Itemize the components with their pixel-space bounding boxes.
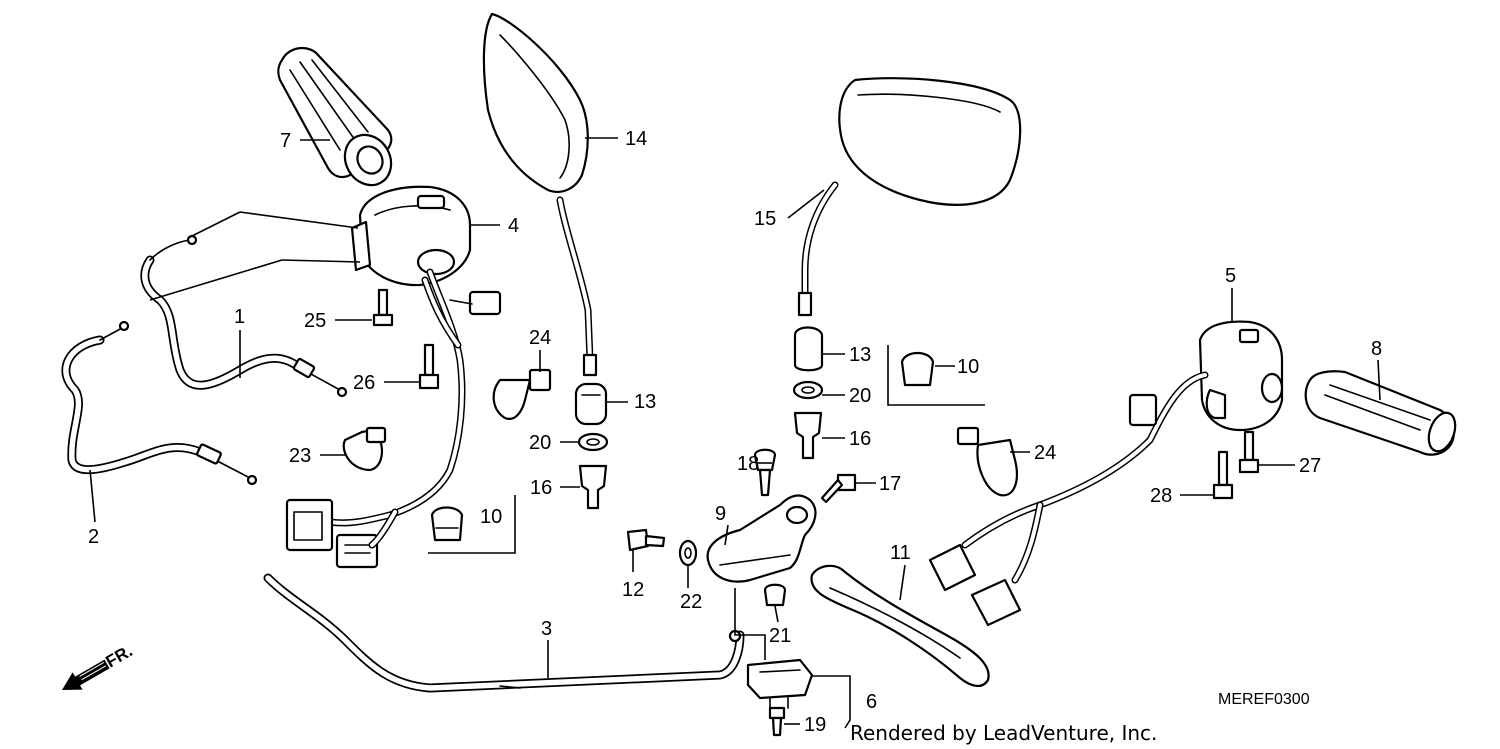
callout-7: 7 — [280, 130, 291, 152]
right-grip-part[interactable] — [1304, 370, 1460, 456]
right-end-cap-part[interactable] — [900, 351, 935, 387]
callout-18: 18 — [737, 453, 759, 475]
group-bracket-right — [887, 345, 985, 406]
callout-2: 2 — [88, 526, 99, 548]
callout-23: 23 — [289, 445, 311, 467]
callout-12: 12 — [622, 579, 644, 601]
callout-15: 15 — [754, 208, 776, 230]
left-mirror-adapter-part[interactable] — [578, 464, 608, 510]
group-bracket-left — [428, 495, 516, 554]
callout-14: 14 — [625, 128, 647, 150]
pivot-bolt-18-part[interactable] — [753, 448, 777, 497]
callout-17: 17 — [879, 473, 901, 495]
callout-22: 22 — [680, 591, 702, 613]
callout-24a: 24 — [529, 327, 551, 349]
right-switch-housing-part[interactable] — [1198, 320, 1284, 432]
callout-20a: 20 — [529, 432, 551, 454]
callout-labels: 1 2 3 4 5 6 7 8 9 10 10 11 12 13 13 14 1… — [88, 128, 1382, 736]
clutch-switch-part[interactable] — [746, 658, 814, 711]
callout-16b: 16 — [849, 428, 871, 450]
screw-27-part[interactable] — [1238, 430, 1260, 474]
callout-8: 8 — [1371, 338, 1382, 360]
render-credit: Rendered by LeadVenture, Inc. — [850, 721, 1157, 745]
clutch-lever-bracket-part[interactable] — [706, 494, 817, 583]
callout-25: 25 — [304, 310, 326, 332]
left-rubber-boot-part[interactable] — [574, 382, 608, 426]
screw-25-part[interactable] — [372, 288, 394, 327]
callout-1: 1 — [234, 306, 245, 328]
screw-26-part[interactable] — [418, 343, 440, 390]
callout-9: 9 — [715, 503, 726, 525]
callout-28: 28 — [1150, 485, 1172, 507]
washer-22-part[interactable] — [678, 539, 698, 567]
clutch-lever-part[interactable] — [810, 564, 990, 687]
right-mirror-adapter-part[interactable] — [793, 411, 823, 460]
screw-17-part[interactable] — [820, 473, 857, 504]
front-direction-indicator: FR. — [62, 641, 136, 690]
callout-21: 21 — [769, 625, 791, 647]
callout-6: 6 — [866, 691, 877, 713]
left-grip-part[interactable] — [277, 47, 400, 193]
right-switch-harness[interactable] — [928, 371, 1209, 627]
callout-10a: 10 — [480, 506, 502, 528]
screw-28-part[interactable] — [1212, 450, 1234, 500]
nut-21-part[interactable] — [763, 583, 787, 607]
callout-4: 4 — [508, 215, 519, 237]
diagram-code: MEREF0300 — [1218, 691, 1310, 708]
left-switch-housing-part[interactable] — [350, 185, 472, 287]
right-rubber-boot-part[interactable] — [793, 326, 824, 372]
callout-19: 19 — [804, 714, 826, 736]
clutch-cable-part[interactable] — [263, 573, 745, 693]
left-mirror-part[interactable] — [482, 12, 598, 377]
band-24-right-part[interactable] — [956, 426, 1018, 497]
front-arrow-icon — [62, 659, 110, 690]
callout-13a: 13 — [634, 391, 656, 413]
callout-24b: 24 — [1034, 442, 1056, 464]
callout-16a: 16 — [530, 477, 552, 499]
callout-11: 11 — [890, 542, 911, 564]
callout-13b: 13 — [849, 344, 871, 366]
screw-12-part[interactable] — [626, 528, 666, 552]
callout-20b: 20 — [849, 385, 871, 407]
throttle-cable-a-part[interactable] — [140, 234, 348, 398]
callout-5: 5 — [1225, 265, 1236, 287]
band-24-left-part[interactable] — [492, 368, 552, 420]
throttle-cable-b-part[interactable] — [61, 320, 258, 486]
right-mirror-part[interactable] — [797, 77, 1022, 317]
clamp-23-part[interactable] — [342, 426, 387, 472]
right-mirror-nut-part[interactable] — [792, 380, 824, 400]
callout-10b: 10 — [957, 356, 979, 378]
left-switch-harness[interactable] — [285, 268, 502, 569]
left-end-cap-part[interactable] — [430, 506, 464, 542]
left-mirror-nut-part[interactable] — [577, 432, 609, 452]
callout-26: 26 — [353, 372, 375, 394]
leader-lines — [89, 137, 1381, 729]
callout-3: 3 — [541, 618, 552, 640]
callout-27: 27 — [1299, 455, 1321, 477]
screw-19-part[interactable] — [768, 706, 786, 737]
